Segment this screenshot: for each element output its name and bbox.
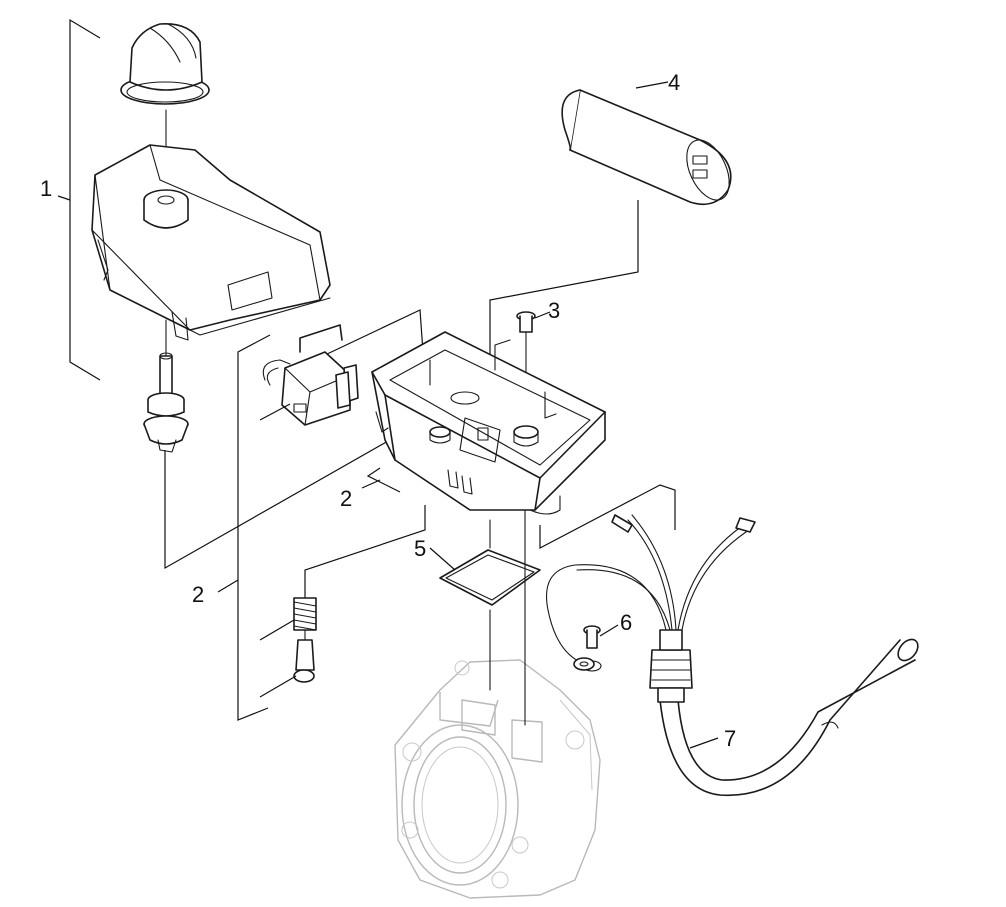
- callout-labels: 1 2 2 3 4 5 6 7: [40, 70, 736, 751]
- callout-7: 7: [724, 726, 736, 751]
- callout-4: 4: [668, 70, 680, 95]
- ground-screw-icon: [582, 625, 602, 672]
- gasket-icon: [439, 549, 541, 606]
- relay-icon: [259, 324, 359, 426]
- housing-icon: [371, 331, 606, 515]
- callout-6: 6: [620, 610, 632, 635]
- callout-2-outer: 2: [192, 582, 204, 607]
- cable-icon: [546, 514, 919, 797]
- screw-icon: [516, 311, 536, 333]
- shaft-icon: [143, 352, 189, 453]
- capacitor-icon: [561, 89, 732, 206]
- callout-1: 1: [40, 176, 52, 201]
- pump-body-icon: [394, 659, 601, 899]
- knob-icon: [120, 23, 210, 105]
- spring-icon: [259, 597, 317, 641]
- callout-2-inner: 2: [340, 486, 352, 511]
- callout-3: 3: [548, 298, 560, 323]
- callout-5: 5: [414, 536, 426, 561]
- callout-leaders: [361, 81, 719, 749]
- cover-icon: [91, 144, 331, 341]
- plug-icon: [259, 629, 315, 698]
